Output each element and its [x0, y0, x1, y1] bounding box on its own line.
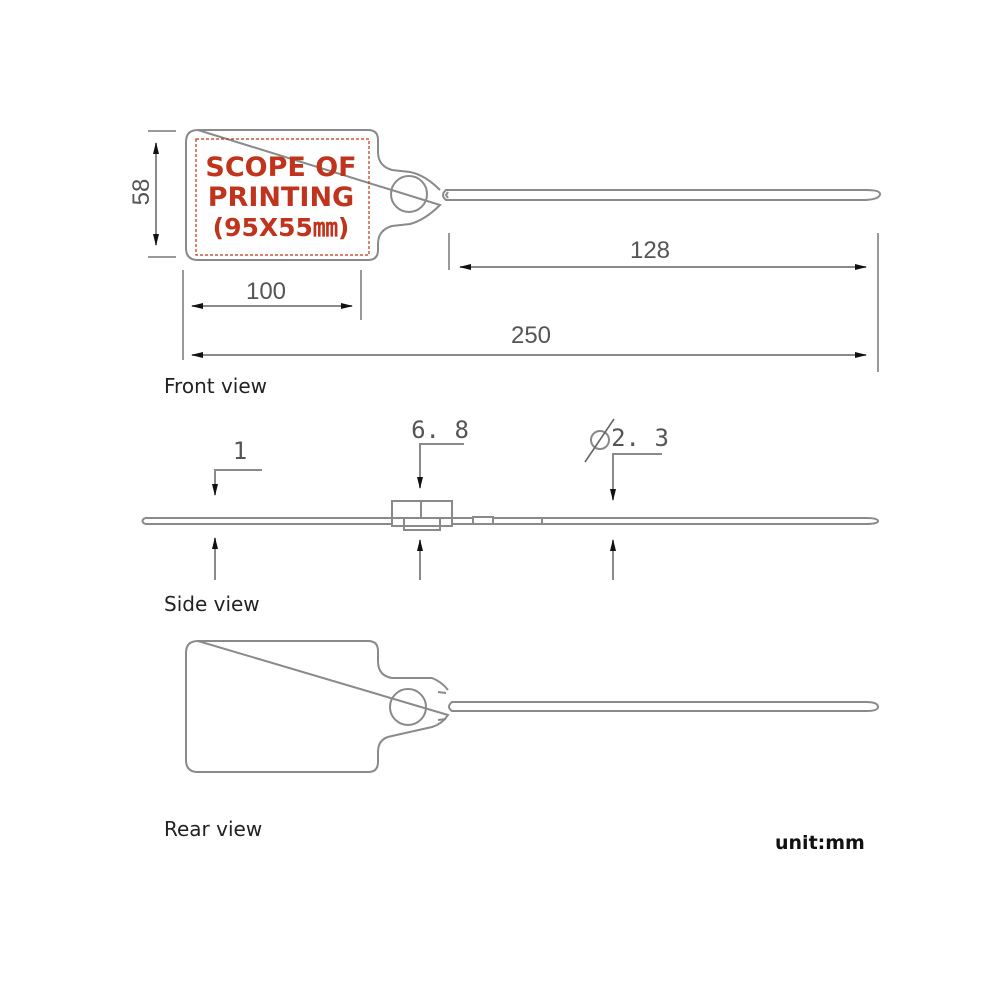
front-view-label: Front view — [164, 374, 267, 398]
print-area-box — [195, 138, 370, 256]
dim-lock-height-6-8: 6. 8 — [411, 416, 469, 444]
dim-height-58: 58 — [128, 179, 155, 206]
dim-thickness-1: 1 — [233, 437, 247, 465]
front-tag-outline — [185, 128, 442, 261]
rear-view-label: Rear view — [164, 817, 262, 841]
diameter-icon — [584, 418, 615, 463]
front-view: SCOPE OF PRINTING (95X55㎜) 58 100 128 25… — [128, 128, 882, 398]
print-area-line2: PRINTING — [208, 182, 354, 213]
side-body — [141, 517, 392, 525]
side-view: 1 6. 8 2. 3 Side view — [141, 416, 880, 616]
print-area-line1: SCOPE OF — [205, 152, 356, 183]
rear-eyelet-hole — [389, 688, 427, 726]
dim-tail-diameter-2-3: 2. 3 — [611, 424, 669, 452]
side-view-label: Side view — [164, 592, 260, 616]
front-tail — [442, 189, 882, 201]
dim-tag-width-100: 100 — [246, 278, 286, 305]
rear-view: Rear view — [164, 639, 880, 841]
rear-tail — [448, 701, 880, 712]
dim-total-length-250: 250 — [511, 322, 551, 349]
side-tail — [493, 517, 880, 525]
front-eyelet-hole — [390, 175, 428, 213]
unit-label: unit:mm — [775, 832, 865, 854]
rear-tag-outline — [185, 639, 450, 773]
dim-tail-length-128: 128 — [630, 237, 670, 264]
print-area-line3: (95X55㎜) — [213, 213, 350, 242]
